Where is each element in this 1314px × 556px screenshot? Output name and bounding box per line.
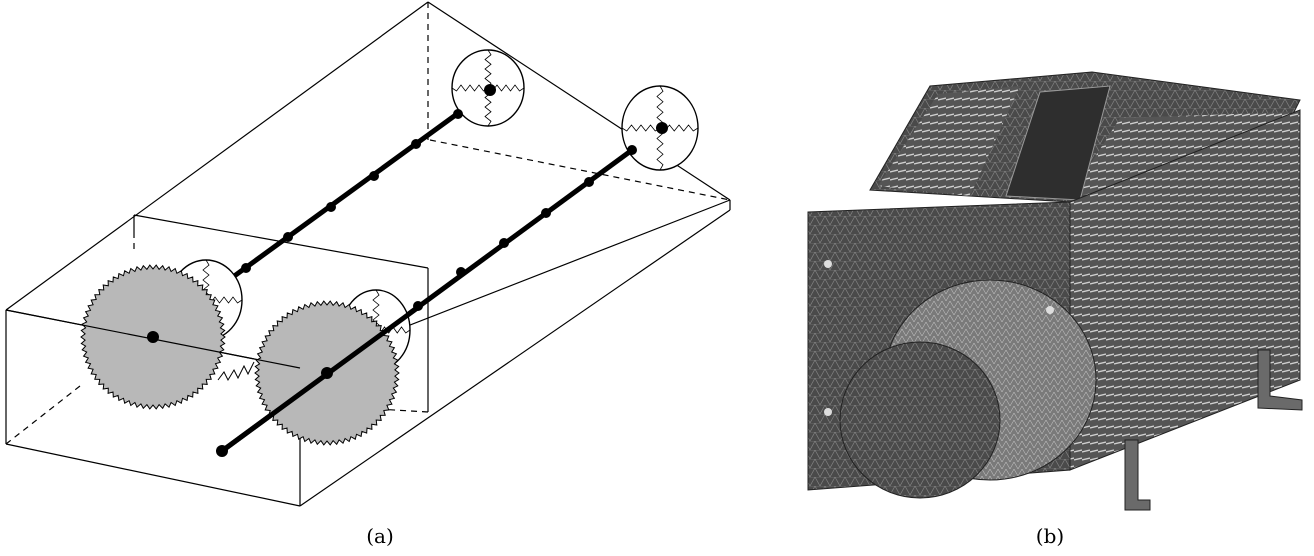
mesh-svg <box>807 71 1303 511</box>
node-15 <box>541 208 551 218</box>
housing-box <box>5 1 731 507</box>
node-4 <box>484 84 496 96</box>
node-1 <box>147 331 159 343</box>
node-2 <box>321 367 333 379</box>
mesh-spring <box>217 361 255 382</box>
fe-mesh-model: (b) <box>770 0 1314 556</box>
node-11 <box>453 109 463 119</box>
mount-leg-1 <box>1124 439 1151 511</box>
top-window <box>1005 85 1111 201</box>
mount-hole <box>1046 306 1054 314</box>
node-10 <box>411 139 421 149</box>
caption-a: (a) <box>366 524 394 548</box>
lower-shaft-front <box>220 303 422 454</box>
node-14 <box>499 238 509 248</box>
node-16 <box>584 177 594 187</box>
mount-leg-2 <box>1257 349 1303 411</box>
node-17 <box>627 145 637 155</box>
caption-b: (b) <box>1035 524 1065 548</box>
mount-hole <box>824 260 832 268</box>
motor-end-face <box>839 341 1001 499</box>
node-5 <box>656 122 668 134</box>
gear-model-diagram: (a) <box>5 1 731 548</box>
node-3 <box>216 445 228 457</box>
node-6 <box>241 263 251 273</box>
node-8 <box>326 202 336 212</box>
node-7 <box>283 232 293 242</box>
gear-model-svg <box>5 1 731 507</box>
top-fins-left <box>878 86 1020 196</box>
upper-shaft <box>202 87 492 301</box>
node-12 <box>413 301 423 311</box>
mount-hole <box>824 408 832 416</box>
node-13 <box>456 267 466 277</box>
node-9 <box>369 171 379 181</box>
